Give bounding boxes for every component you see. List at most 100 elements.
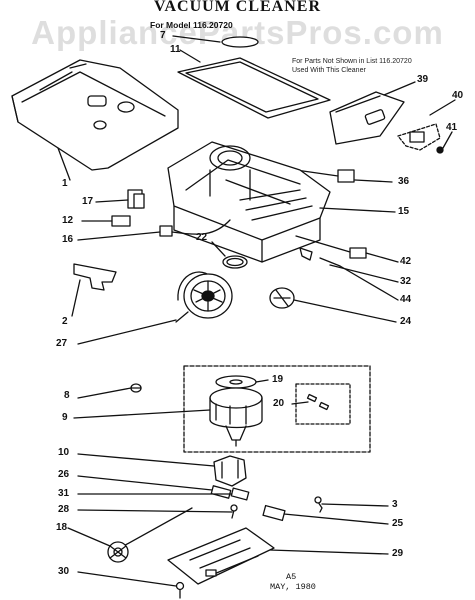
callout-16: 16 (62, 234, 74, 245)
callout-17: 17 (82, 196, 94, 207)
callout-20: 20 (273, 398, 285, 409)
part-screw-3 (314, 496, 323, 513)
leader-28 (77, 509, 233, 513)
leader-39 (383, 81, 416, 96)
part-gasket-frame (177, 57, 331, 119)
part-motor (209, 387, 263, 447)
part-terminal-32 (299, 247, 313, 261)
part-wire-44 (319, 257, 341, 267)
part-bearing-housing (213, 455, 247, 487)
part-screw-30 (175, 581, 185, 599)
callout-44: 44 (400, 294, 412, 305)
leader-29 (269, 549, 389, 555)
callout-3: 3 (392, 499, 398, 510)
leader-7 (172, 35, 221, 43)
leader-26 (77, 475, 213, 491)
callout-7: 7 (160, 30, 166, 41)
leader-17 (95, 199, 129, 203)
callout-19: 19 (272, 374, 284, 385)
part-screw-28 (230, 504, 238, 519)
part-switch-plate (397, 123, 441, 151)
leader-2 (71, 279, 81, 317)
part-filter-25 (262, 504, 286, 522)
leader-8 (77, 387, 132, 399)
callout-25: 25 (392, 518, 404, 529)
part-switch-wire (295, 169, 339, 177)
leader-20 (291, 401, 309, 405)
revision-date: MAY, 1980 (270, 582, 316, 592)
callout-41: 41 (446, 122, 458, 133)
callout-2: 2 (62, 316, 68, 327)
callout-28: 28 (58, 504, 70, 515)
model-number: For Model 116.20720 (150, 20, 233, 30)
part-cover (11, 59, 179, 171)
leader-30 (77, 571, 177, 587)
leader-11 (179, 49, 201, 63)
part-bracket (73, 263, 117, 291)
callout-22: 22 (196, 232, 208, 243)
part-screw-41 (436, 146, 444, 154)
callout-30: 30 (58, 566, 70, 577)
part-motor-fan (215, 375, 257, 389)
callout-10: 10 (58, 447, 70, 458)
leader-19 (255, 379, 269, 383)
callout-1: 1 (62, 178, 68, 189)
callout-8: 8 (64, 390, 70, 401)
leader-41 (442, 131, 453, 149)
callout-24: 24 (400, 316, 412, 327)
callout-36: 36 (398, 176, 410, 187)
leader-44 (339, 265, 399, 301)
part-switch (337, 169, 355, 183)
part-spring-clip-26 (210, 485, 232, 499)
leader-9 (73, 409, 211, 419)
part-clip (127, 189, 145, 209)
leader-10 (77, 453, 215, 467)
callout-31: 31 (58, 488, 70, 499)
leader-3 (321, 503, 389, 507)
leader-40 (429, 99, 456, 116)
callout-11: 11 (170, 44, 181, 55)
motor-assembly-box (183, 365, 371, 453)
part-cap (269, 287, 295, 309)
leader-16 (77, 231, 161, 241)
part-cord-reel (175, 271, 233, 323)
part-power-cord (159, 219, 231, 237)
callout-26: 26 (58, 469, 70, 480)
leader-42 (365, 252, 399, 263)
part-main-housing (167, 141, 331, 263)
leader-24 (293, 299, 397, 323)
leader-25 (283, 513, 389, 525)
leader-15 (319, 207, 396, 213)
part-nut (130, 383, 142, 393)
leader-1 (57, 147, 71, 181)
note-line-1: For Parts Not Shown in List 116.20720 (292, 58, 412, 65)
leader-36 (354, 179, 393, 183)
part-o-ring (222, 255, 248, 269)
diagram-title: Vacuum Cleaner (153, 0, 322, 15)
leader-22 (211, 241, 226, 257)
sheet-number: A5 (286, 572, 297, 582)
callout-40: 40 (452, 90, 464, 101)
part-switch-housing (329, 91, 405, 145)
part-bottom-plate (167, 527, 275, 585)
callout-29: 29 (392, 548, 404, 559)
callout-12: 12 (62, 215, 74, 226)
callout-9: 9 (62, 412, 68, 423)
callout-27: 27 (56, 338, 68, 349)
callout-15: 15 (398, 206, 410, 217)
leader-32 (329, 264, 399, 283)
part-wheel (107, 507, 193, 563)
note-line-2: Used With This Cleaner (292, 67, 366, 74)
part-spring-clip-31 (230, 487, 250, 501)
callout-18: 18 (56, 522, 68, 533)
part-spacer-block (111, 215, 131, 227)
callout-32: 32 (400, 276, 412, 287)
callout-42: 42 (400, 256, 412, 267)
callout-39: 39 (417, 74, 429, 85)
part-brush-set (295, 383, 351, 425)
leader-18 (67, 527, 111, 547)
leader-27 (77, 319, 177, 345)
part-filter-disc (221, 36, 259, 48)
